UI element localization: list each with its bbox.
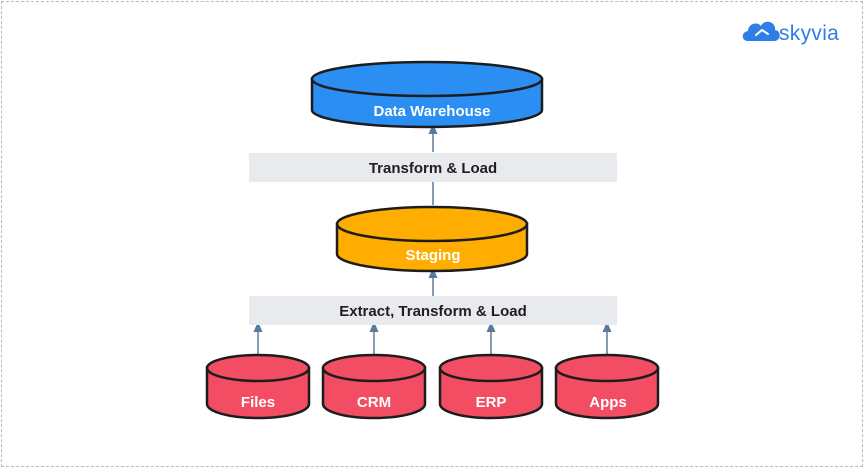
staging-cylinder: Staging (335, 205, 529, 273)
extract-transform-load-step: Extract, Transform & Load (249, 296, 617, 325)
source-label-files: Files (241, 394, 275, 411)
source-label-apps: Apps (589, 394, 627, 411)
source-label-erp: ERP (476, 394, 507, 411)
staging-label: Staging (406, 247, 461, 264)
source-apps-cylinder: Apps (554, 353, 660, 420)
transform-load-label: Transform & Load (369, 160, 497, 177)
brand-logo: skyvia (742, 21, 839, 45)
source-crm-cylinder: CRM (321, 353, 427, 420)
transform-load-step: Transform & Load (249, 153, 617, 182)
brand-name: skyvia (779, 22, 839, 45)
data-warehouse-cylinder: Data Warehouse (310, 60, 544, 129)
source-label-crm: CRM (357, 394, 391, 411)
source-files-cylinder: Files (205, 353, 311, 420)
extract-transform-load-label: Extract, Transform & Load (339, 303, 527, 320)
data-warehouse-label: Data Warehouse (374, 103, 491, 120)
source-erp-cylinder: ERP (438, 353, 544, 420)
connectors (253, 123, 612, 355)
